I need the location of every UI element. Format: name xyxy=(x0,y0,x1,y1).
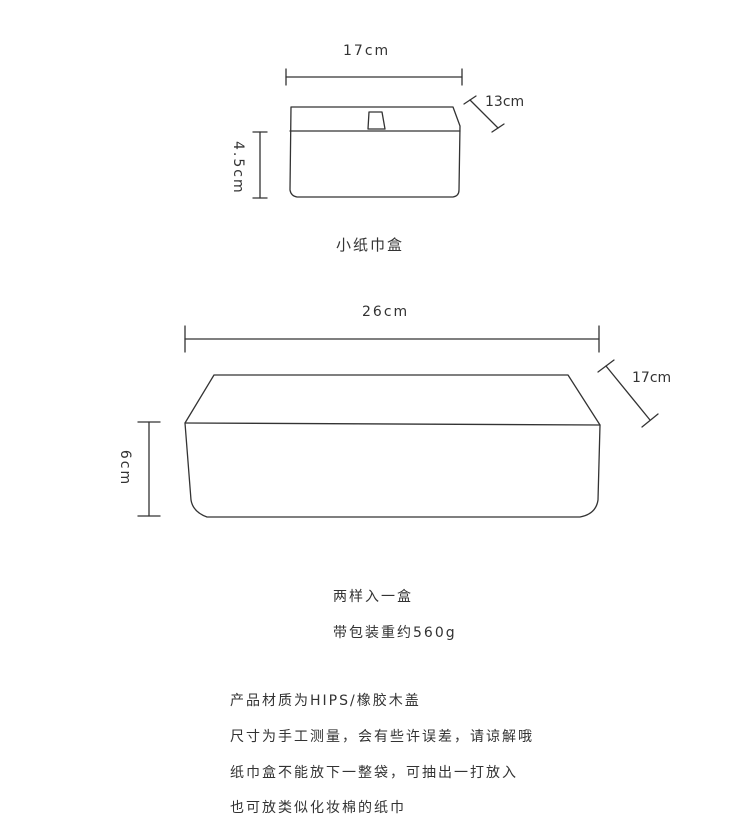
details-line-1: 产品材质为HIPS/橡胶木盖 xyxy=(230,693,421,709)
large-box-width-line xyxy=(184,325,600,353)
small-box-caption: 小纸巾盒 xyxy=(336,236,405,254)
small-box-width-line xyxy=(285,68,463,86)
large-box-height-line xyxy=(137,421,161,517)
large-box-width-label: 26cm xyxy=(362,304,410,320)
small-box-height-line xyxy=(252,131,268,199)
large-box-outline xyxy=(184,374,601,518)
notes-line-2: 带包装重约560g xyxy=(333,625,457,641)
small-box-height-label: 4.5cm xyxy=(230,141,246,195)
large-box-depth-line xyxy=(597,359,659,428)
large-box-height-label: 6cm xyxy=(117,449,133,487)
small-box-depth-label: 13cm xyxy=(485,94,525,110)
small-box-outline xyxy=(289,106,461,198)
details-line-4: 也可放类似化妆棉的纸巾 xyxy=(230,800,406,816)
details-line-2: 尺寸为手工测量，会有些许误差，请谅解哦 xyxy=(230,729,534,745)
large-box-depth-label: 17cm xyxy=(632,370,672,386)
small-box-depth-line xyxy=(463,95,505,133)
details-line-3: 纸巾盒不能放下一整袋，可抽出一打放入 xyxy=(230,765,518,781)
notes-line-1: 两样入一盒 xyxy=(333,589,413,605)
small-box-width-label: 17cm xyxy=(343,43,391,59)
